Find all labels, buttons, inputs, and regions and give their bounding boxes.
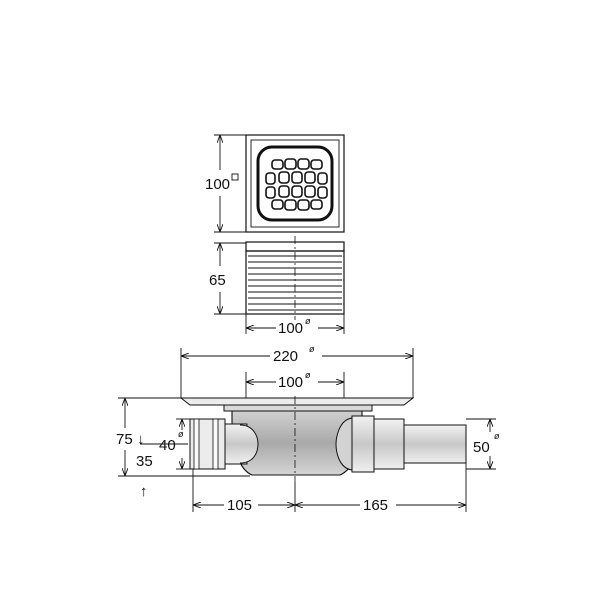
diameter-symbol: ø [494, 431, 500, 441]
flange-diameter-label: 220 [273, 348, 298, 365]
outlet-pipe [403, 424, 467, 464]
outlet-elbow [335, 417, 353, 471]
outlet-diameter-label: 50 [473, 439, 490, 456]
body-outline [245, 250, 345, 315]
dimension-lengths: 105 165 [192, 463, 467, 514]
dimension-total-height: 75 [116, 397, 250, 477]
outlet-socket [351, 415, 375, 473]
diameter-symbol: ø [305, 370, 311, 380]
body-side-view [245, 236, 345, 320]
grate-outer-ring [256, 145, 334, 222]
diameter-symbol: ø [178, 429, 184, 439]
dimension-body-height: 65 [209, 242, 246, 315]
dimension-inner-diameter: 100 ø [245, 370, 345, 398]
grate-inner-frame [250, 139, 340, 228]
grate-side-label: 100 [205, 176, 230, 193]
dimension-inlet-diameter: 40 ø [159, 418, 190, 470]
diameter-symbol: ø [309, 344, 315, 354]
flange-plate [179, 397, 415, 406]
arrow-up-icon: ↑ [140, 483, 148, 500]
dimension-flange-diameter: 220 ø [180, 344, 414, 398]
left-length-label: 105 [227, 497, 252, 514]
body-height-label: 65 [209, 272, 226, 289]
dimension-outlet-height: ↓ 35 ↑ [136, 431, 188, 500]
drain-elevation [179, 396, 467, 482]
dimension-outlet-diameter: 50 ø [466, 418, 500, 470]
diameter-symbol: ø [305, 316, 311, 326]
body-diameter-label: 100 [278, 320, 303, 337]
right-length-label: 165 [363, 497, 388, 514]
arrow-down-icon: ↓ [137, 431, 145, 448]
total-height-label: 75 [116, 431, 133, 448]
grate-top-view [245, 134, 345, 233]
grate-slots [265, 158, 328, 211]
dimension-body-diameter: 100 ø [245, 314, 345, 337]
dimension-grate-side: 100 [205, 134, 246, 233]
inner-diameter-label: 100 [278, 374, 303, 391]
flange-ring [223, 404, 373, 412]
inlet-diameter-label: 40 [159, 437, 176, 454]
outlet-collar [373, 418, 405, 470]
inlet-elbow [239, 424, 259, 464]
outlet-height-label: 35 [136, 453, 153, 470]
square-icon [231, 173, 239, 181]
grate-frame [245, 134, 345, 233]
